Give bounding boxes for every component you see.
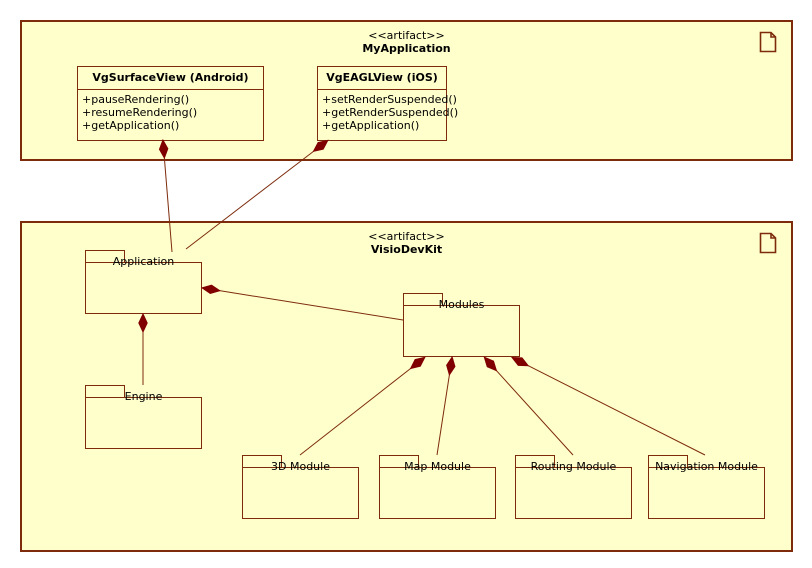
package-module-navigation[interactable]: Navigation Module	[648, 455, 765, 519]
package-body	[648, 467, 765, 519]
uml-class-vgeaglview-operations: +setRenderSuspended() +getRenderSuspende…	[318, 90, 459, 136]
uml-class-vgsurfaceview-operations: +pauseRendering() +resumeRendering() +ge…	[78, 90, 263, 136]
document-icon	[759, 232, 777, 254]
uml-class-vgsurfaceview-title: VgSurfaceView (Android)	[78, 67, 263, 90]
package-module-3d[interactable]: 3D Module	[242, 455, 359, 519]
artifact-myapplication[interactable]: <<artifact>> MyApplication VgSurfaceView…	[20, 20, 793, 161]
package-module-routing-label: Routing Module	[530, 460, 617, 473]
package-body	[242, 467, 359, 519]
package-module-routing[interactable]: Routing Module	[515, 455, 632, 519]
document-icon	[759, 31, 777, 53]
artifact-myapplication-stereotype: <<artifact>>	[368, 29, 445, 42]
package-body	[403, 305, 520, 357]
artifact-myapplication-name: MyApplication	[362, 42, 451, 55]
package-body	[85, 262, 202, 314]
package-modules[interactable]: Modules	[403, 293, 520, 357]
uml-class-vgeaglview-title: VgEAGLView (iOS)	[318, 67, 446, 90]
package-module-3d-label: 3D Module	[271, 460, 330, 473]
package-tab	[403, 293, 443, 306]
artifact-visiodevkit-name: VisioDevKit	[370, 243, 443, 256]
package-body	[379, 467, 496, 519]
package-module-map-label: Map Module	[404, 460, 471, 473]
package-application[interactable]: Application	[85, 250, 202, 314]
uml-class-vgsurfaceview[interactable]: VgSurfaceView (Android) +pauseRendering(…	[77, 66, 264, 141]
package-engine[interactable]: Engine	[85, 385, 202, 449]
package-tab	[379, 455, 419, 468]
operation-item: +pauseRendering()	[82, 93, 190, 106]
package-body	[85, 397, 202, 449]
operation-item: +getApplication()	[322, 119, 420, 132]
package-module-map[interactable]: Map Module	[379, 455, 496, 519]
package-tab	[648, 455, 688, 468]
artifact-visiodevkit-stereotype: <<artifact>>	[368, 230, 445, 243]
package-engine-label: Engine	[124, 390, 163, 403]
operation-item: +getApplication()	[82, 119, 180, 132]
operation-item: +resumeRendering()	[82, 106, 198, 119]
package-modules-label: Modules	[438, 298, 485, 311]
uml-class-vgeaglview[interactable]: VgEAGLView (iOS) +setRenderSuspended() +…	[317, 66, 459, 141]
package-tab	[85, 250, 125, 263]
package-tab	[85, 385, 125, 398]
operation-item: +setRenderSuspended()	[322, 93, 457, 106]
package-body	[515, 467, 632, 519]
package-application-label: Application	[112, 255, 175, 268]
operation-item: +getRenderSuspended()	[322, 106, 459, 119]
package-tab	[242, 455, 282, 468]
package-tab	[515, 455, 555, 468]
package-module-navigation-label: Navigation Module	[655, 460, 758, 473]
